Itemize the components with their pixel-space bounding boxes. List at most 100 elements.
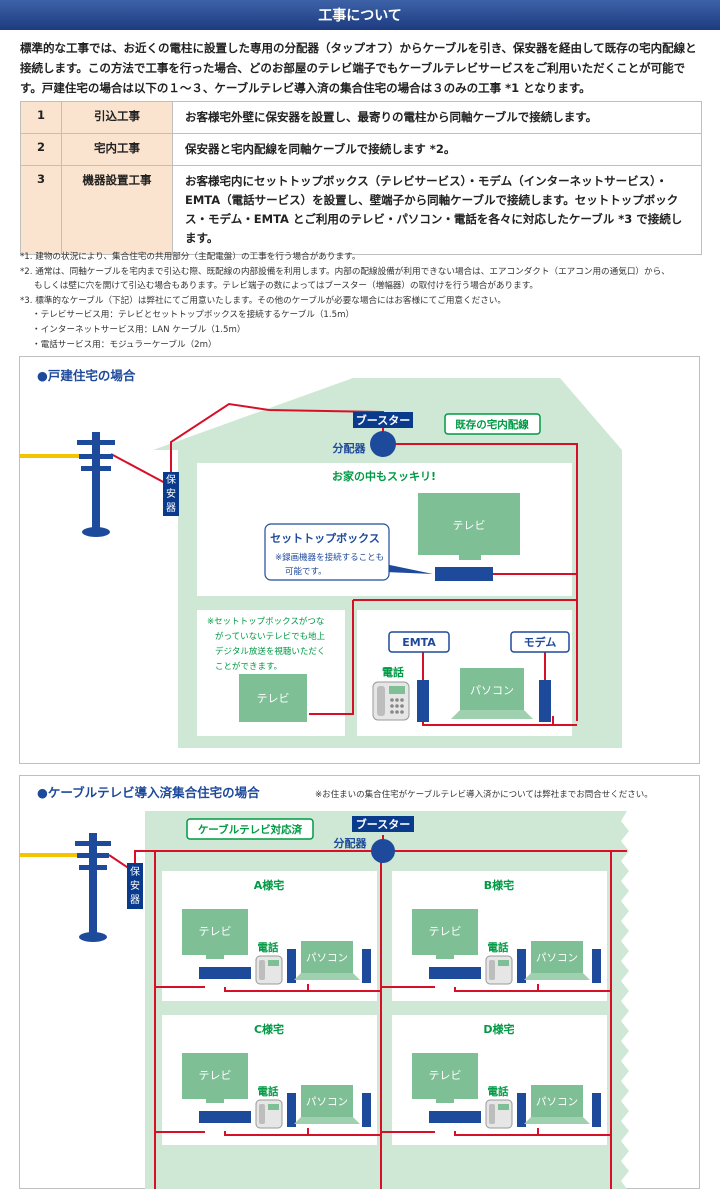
protector-label: 保 (166, 473, 176, 486)
booster-label: ブースター (356, 817, 410, 831)
footnote-2-cont: もしくは壁に穴を開けて引込む場合もあります。テレビ端子の数によってはブースター（… (34, 281, 539, 292)
house-slogan: お家の中もスッキリ! (332, 469, 436, 483)
utility-pole-icon (77, 432, 115, 537)
footnote-3-item: ・電話サービス用：モジュラーケーブル（2m） (32, 339, 217, 350)
house-diagram-title: ●戸建住宅の場合 (37, 368, 136, 383)
unit-wiring (224, 981, 382, 992)
set-top-box-note: ※録画機器を接続することも (275, 552, 384, 563)
tv-icon (182, 1053, 248, 1099)
pc-label: パソコン (470, 684, 514, 697)
protector-label: 安 (130, 879, 140, 892)
unit-wiring (454, 981, 612, 992)
apartment-note: ※お住まいの集合住宅がケーブルテレビ導入済かについては弊社までお問合せください。 (315, 789, 653, 800)
emta-device-icon (287, 1093, 296, 1127)
protector-label: 器 (130, 894, 140, 906)
pc-keyboard (524, 1117, 590, 1124)
pc-keyboard (294, 1117, 360, 1124)
unit-label: B様宅 (484, 878, 514, 892)
phone-handset (259, 1104, 265, 1124)
tv-stand (459, 555, 481, 560)
emta-label: EMTA (402, 636, 436, 649)
existing-wiring (170, 402, 578, 726)
step-name: 機器設置工事 (61, 165, 173, 255)
pc-label: パソコン (536, 1096, 578, 1108)
table-row: 1 引込工事 お客様宅外壁に保安器を設置し、最寄りの電柱から同軸ケーブルで接続し… (20, 101, 702, 134)
cable-red (110, 453, 168, 485)
pc-label: パソコン (306, 952, 348, 964)
tv-label: テレビ (453, 519, 486, 532)
section-title-bar: 工事について (0, 0, 720, 30)
catv-callout (186, 818, 314, 840)
tv-note: ※セットトップボックスがつな (207, 616, 324, 627)
step-num: 3 (20, 165, 62, 255)
splitter-label: 分配器 (333, 441, 367, 455)
footnote-1: *1. 建物の状況により、集合住宅の共用部分（主配電盤）の工事を行う場合がありま… (20, 252, 361, 262)
step-name: 引込工事 (61, 101, 173, 134)
set-top-box-icon (435, 567, 493, 581)
pc-icon (531, 1085, 583, 1117)
phone-label: 電話 (258, 941, 279, 954)
footnotes: *1. 建物の状況により、集合住宅の共用部分（主配電盤）の工事を行う場合がありま… (20, 250, 710, 352)
catv-label: ケーブルテレビ対応済 (198, 823, 303, 836)
phone-handset (489, 960, 495, 980)
tv-stand (436, 1099, 454, 1103)
tv-label: テレビ (257, 692, 290, 705)
unit-label: D様宅 (483, 1022, 514, 1036)
modem-callout (510, 631, 570, 653)
unit-wiring (454, 1125, 612, 1136)
footnote-3-item: ・テレビサービス用：テレビとセットトップボックスを接続するケーブル（1.5m） (32, 310, 355, 321)
step-num: 1 (20, 101, 62, 134)
phone-label: 電話 (382, 665, 404, 679)
phone-handset (489, 1104, 495, 1124)
tv-note: がっていないテレビでも地上 (215, 631, 326, 642)
pc-icon (301, 1085, 353, 1117)
modem-device-icon (539, 680, 551, 722)
pc-keyboard (524, 973, 590, 980)
tv-stand (436, 955, 454, 959)
set-top-box-icon (429, 967, 481, 979)
tv-icon (418, 493, 520, 555)
utility-pole-icon (75, 833, 111, 942)
splitter-label: 分配器 (334, 836, 368, 850)
tv-label: テレビ (199, 1069, 232, 1082)
set-top-box-icon (199, 1111, 251, 1123)
section-title: 工事について (318, 8, 402, 24)
pc-icon (301, 941, 353, 973)
protector-box (163, 472, 179, 516)
phone-display (498, 960, 509, 966)
modem-device-icon (592, 1093, 601, 1127)
tv-note: ことができます。 (215, 661, 282, 672)
set-top-box-icon (199, 967, 251, 979)
apartment-diagram: ●ケーブルテレビ導入済集合住宅の場合 ※お住まいの集合住宅がケーブルテレビ導入済… (19, 775, 700, 1189)
protector-label: 安 (166, 487, 176, 500)
splitter-icon (371, 839, 395, 863)
booster-box (353, 412, 413, 428)
set-top-box-callout (264, 523, 433, 581)
phone-label: 電話 (488, 1085, 509, 1098)
step-num: 2 (20, 133, 62, 166)
phone-display (498, 1104, 509, 1110)
tv-label: テレビ (199, 925, 232, 938)
pc-icon (531, 941, 583, 973)
pc-icon (451, 668, 533, 719)
step-desc: お客様宅外壁に保安器を設置し、最寄りの電柱から同軸ケーブルで接続します。 (172, 101, 702, 134)
tv-label: テレビ (429, 1069, 462, 1082)
phone-handset (259, 960, 265, 980)
pc-label: パソコン (306, 1096, 348, 1108)
footnote-3-item: ・インターネットサービス用：LAN ケーブル（1.5m） (32, 324, 246, 335)
phone-display (268, 960, 279, 966)
footnote-2: *2. 通常は、同軸ケーブルを宅内まで引込む際、既配線の内部設備を利用します。内… (20, 266, 670, 277)
intro-text: 標準的な工事では、お近くの電柱に設置した専用の分配器（タップオフ）からケーブルを… (20, 41, 697, 95)
apartment-diagram-title: ●ケーブルテレビ導入済集合住宅の場合 (37, 785, 260, 800)
pc-keyboard (294, 973, 360, 980)
modem-device-icon (362, 1093, 371, 1127)
set-top-box-icon (429, 1111, 481, 1123)
tv-icon (239, 674, 307, 722)
pc-label: パソコン (536, 952, 578, 964)
booster-box (352, 816, 414, 832)
steps-table: 1 引込工事 お客様宅外壁に保安器を設置し、最寄りの電柱から同軸ケーブルで接続し… (20, 101, 702, 255)
footnote-3: *3. 標準的なケーブル（下記）は弊社にてご用意いたします。その他のケーブルが必… (20, 295, 506, 306)
phone-display (268, 1104, 279, 1110)
modem-device-icon (362, 949, 371, 983)
emta-device-icon (517, 949, 526, 983)
